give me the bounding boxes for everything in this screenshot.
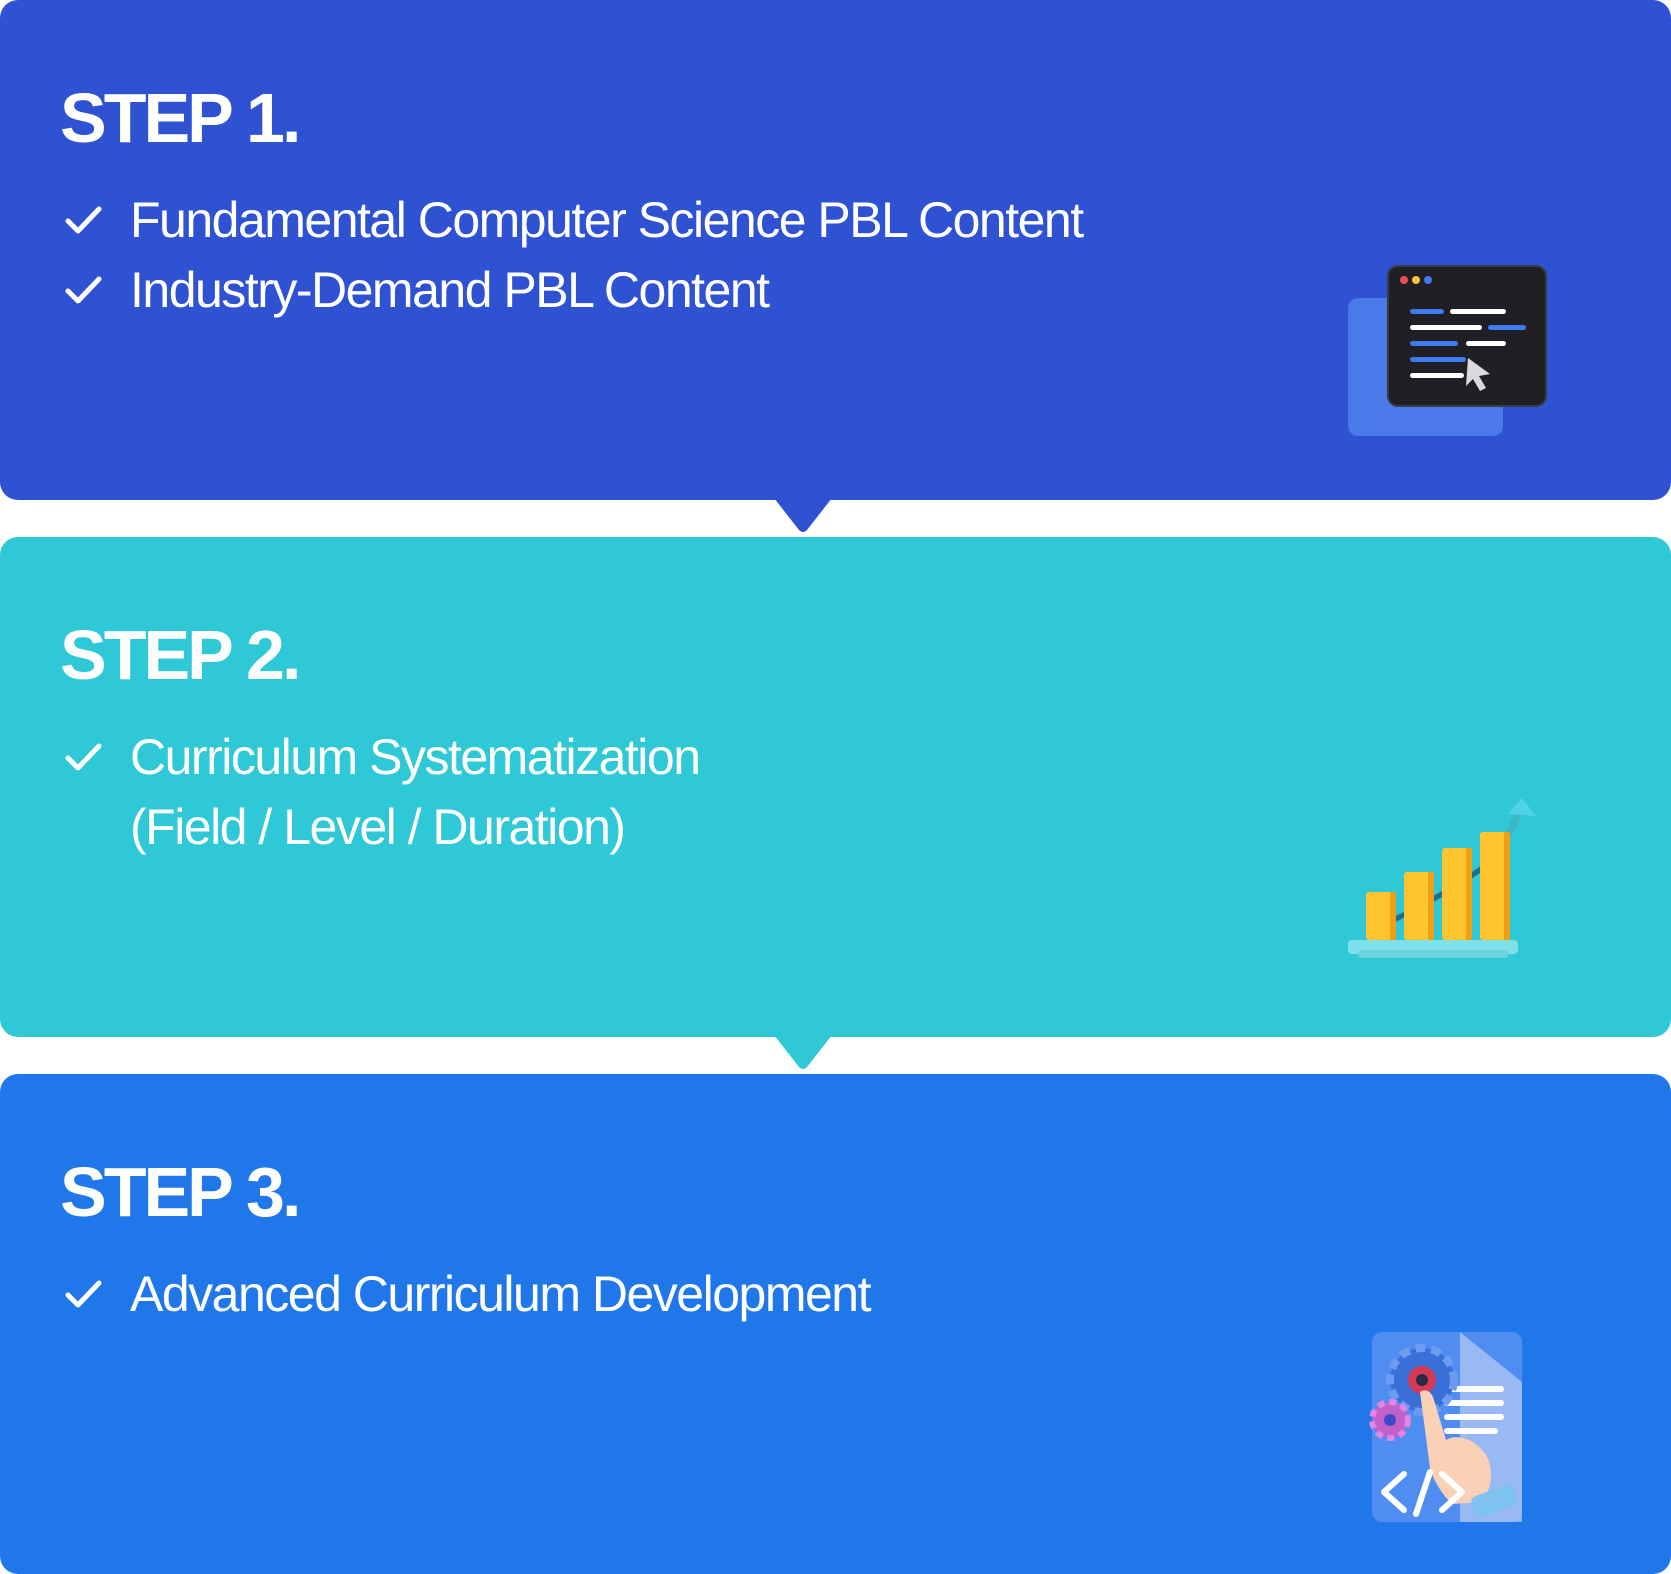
step-2-title: STEP 2. <box>60 616 301 694</box>
step-connector-arrow <box>774 1035 832 1071</box>
checklist-item-text: Fundamental Computer Science PBL Content <box>130 192 1084 248</box>
checklist-item: Curriculum Systematization (Field / Leve… <box>64 722 701 862</box>
check-icon <box>65 743 102 771</box>
checklist-item: Fundamental Computer Science PBL Content <box>64 185 1084 255</box>
code-editor-window-icon <box>1348 265 1547 436</box>
checklist-item-text: Advanced Curriculum Development <box>130 1266 871 1322</box>
step-3-card: STEP 3. Advanced Curriculum Development <box>0 1074 1671 1574</box>
check-icon <box>65 206 102 234</box>
code-document-gear-hand-icon <box>1369 1332 1522 1522</box>
checklist-item: Advanced Curriculum Development <box>64 1259 871 1329</box>
check-icon <box>65 276 102 304</box>
checklist-item-text: Industry-Demand PBL Content <box>130 262 770 318</box>
step-1-title: STEP 1. <box>60 79 301 157</box>
step-1-card: STEP 1. Fundamental Computer Science PBL… <box>0 0 1671 532</box>
step-2-checklist: Curriculum Systematization (Field / Leve… <box>64 722 701 862</box>
check-icon <box>65 1280 102 1308</box>
checklist-item-subtext: (Field / Level / Duration) <box>130 799 626 855</box>
step-3-title: STEP 3. <box>60 1153 301 1231</box>
checklist-item: Industry-Demand PBL Content <box>64 255 1083 325</box>
bar-chart-growth-icon <box>1348 798 1536 958</box>
step-connector-arrow <box>774 498 832 534</box>
step-2-card: STEP 2. Curriculum Systematization (Fiel… <box>0 537 1671 1069</box>
step-1-checklist: Fundamental Computer Science PBL Content… <box>64 185 1084 325</box>
step-3-checklist: Advanced Curriculum Development <box>64 1259 871 1329</box>
checklist-item-text: Curriculum Systematization <box>130 729 701 785</box>
